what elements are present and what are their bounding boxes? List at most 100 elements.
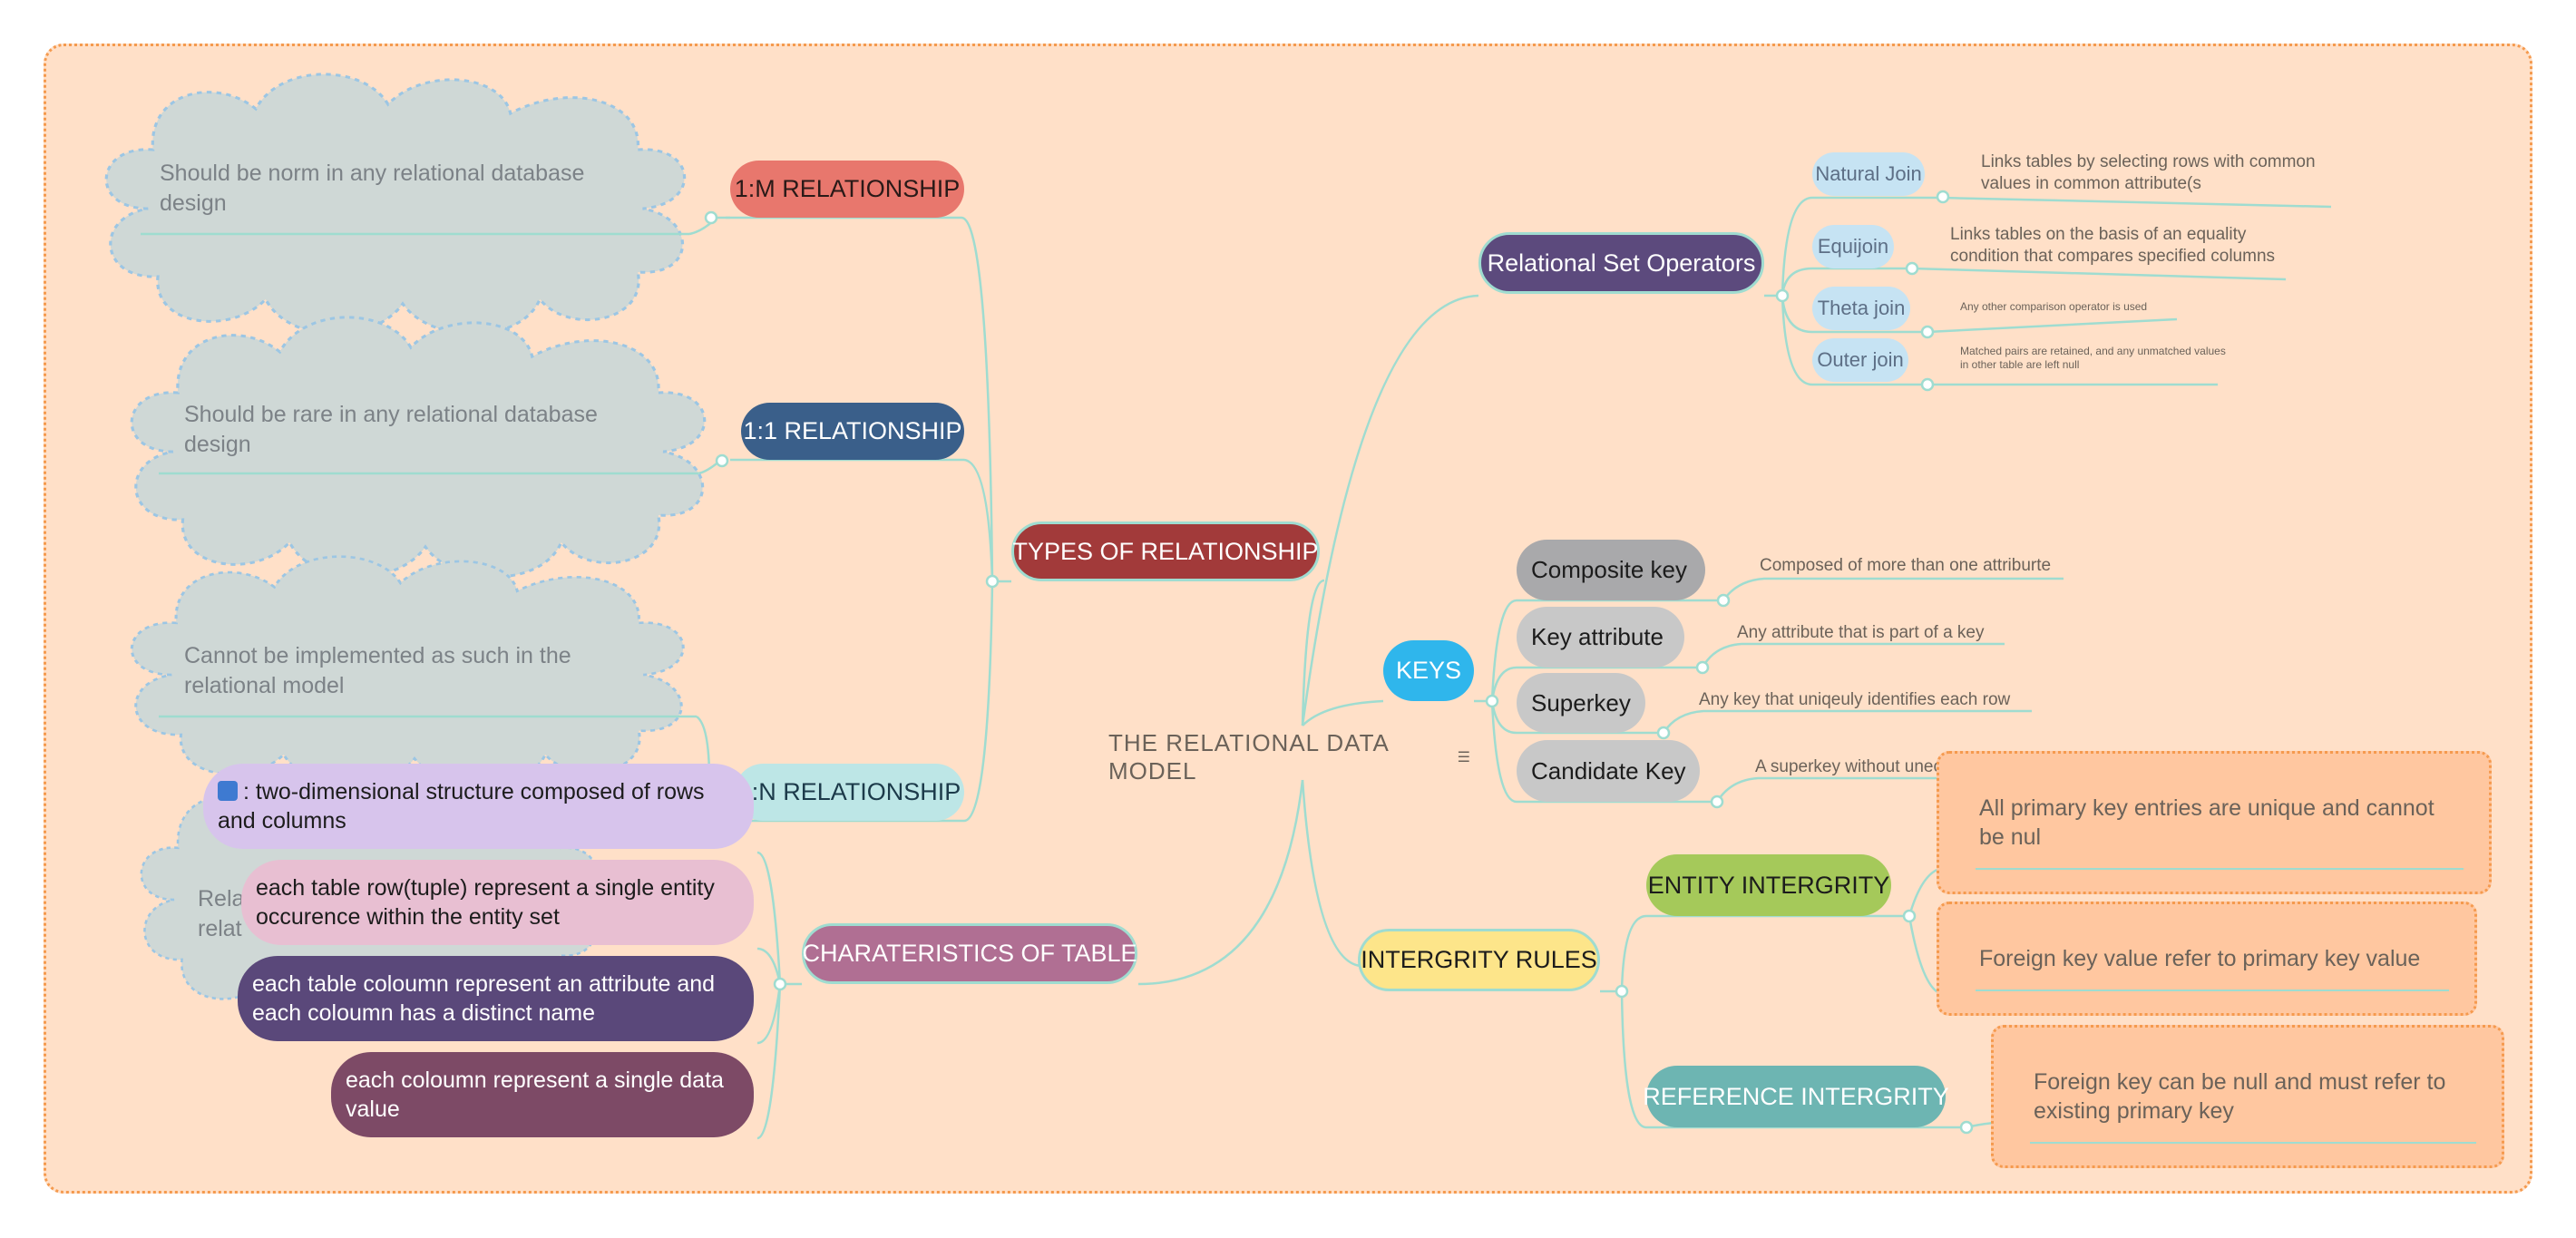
- link-op-desc-2: [1911, 267, 2287, 281]
- rule-underline: [2030, 1142, 2476, 1144]
- root-title: THE RELATIONAL DATA MODEL: [1108, 729, 1389, 785]
- junction-dot: [1920, 325, 1935, 339]
- table-item-3[interactable]: each table coloumn represent an attribut…: [238, 956, 754, 1041]
- link-key-1: [1490, 599, 1723, 702]
- operator-equijoin-desc: Links tables on the basis of an equality…: [1950, 225, 2276, 266]
- entity-rule-1[interactable]: All primary key entries are unique and c…: [1937, 751, 2492, 894]
- link-types-1m: [961, 216, 994, 582]
- table-icon: [218, 780, 238, 801]
- partial-note: Rela relat: [198, 886, 245, 941]
- reference-integrity-label: REFERENCE INTERGRITY: [1643, 1082, 1949, 1110]
- junction-dot: [1936, 190, 1950, 204]
- junction-dot: [773, 977, 787, 991]
- rule-underline: [1976, 868, 2464, 870]
- key-composite[interactable]: Composite key: [1517, 540, 1705, 600]
- table-topic[interactable]: CHARATERISTICS OF TABLE: [802, 923, 1137, 984]
- operator-natural-join[interactable]: Natural Join: [1812, 152, 1925, 196]
- operator-natural-join-desc: Links tables by selecting rows with comm…: [1981, 152, 2316, 193]
- keys-label: KEYS: [1395, 657, 1462, 684]
- link-key-2: [1490, 666, 1703, 702]
- junction-dot: [1656, 726, 1671, 740]
- junction-dot: [704, 210, 718, 225]
- key-superkey[interactable]: Superkey: [1517, 673, 1645, 733]
- link-key-desc-3: [1662, 709, 2032, 734]
- junction-dot: [1695, 660, 1710, 675]
- operators-topic[interactable]: Relational Set Operators: [1478, 232, 1764, 294]
- link-types-1n: [963, 580, 994, 823]
- link-op-4: [1781, 295, 1927, 386]
- many-to-many-note: Cannot be implemented as such in the rel…: [184, 643, 571, 698]
- many-to-many-topic[interactable]: 1:N RELATIONSHIP: [735, 764, 964, 821]
- link-entity-r2: [1908, 915, 1940, 995]
- one-to-many-topic[interactable]: 1:M RELATIONSHIP: [730, 161, 964, 218]
- one-to-many-note: Should be norm in any relational databas…: [160, 161, 585, 216]
- link-root-keys: [1302, 699, 1384, 726]
- link-table-4: [756, 983, 782, 1140]
- reference-rule-1[interactable]: Foreign key can be null and must refer t…: [1991, 1025, 2504, 1168]
- reference-integrity-topic[interactable]: REFERENCE INTERGRITY: [1643, 1066, 1949, 1127]
- key-attribute-desc: Any attribute that is part of a key: [1737, 623, 1985, 642]
- link-op-desc-1: [1940, 196, 2332, 209]
- rule-underline: [1976, 989, 2449, 991]
- operator-theta-join-desc: Any other comparison operator is used: [1960, 300, 2148, 313]
- table-item-2[interactable]: each table row(tuple) represent a single…: [241, 860, 754, 945]
- types-of-relationship-topic[interactable]: TYPES OF RELATIONSHIP: [1011, 522, 1320, 581]
- table-item-2-text: each table row(tuple) represent a single…: [256, 874, 715, 931]
- junction-dot: [1959, 1120, 1974, 1135]
- one-to-many-label: 1:M RELATIONSHIP: [734, 175, 961, 202]
- operator-equijoin[interactable]: Equijoin: [1812, 225, 1894, 268]
- one-to-one-label: 1:1 RELATIONSHIP: [743, 417, 962, 444]
- table-item-3-text: each table coloumn represent an attribut…: [252, 970, 716, 1027]
- key-composite-desc: Composed of more than one attriburte: [1760, 556, 2052, 575]
- table-item-1[interactable]: : two-dimensional structure composed of …: [203, 764, 754, 849]
- one-to-one-topic[interactable]: 1:1 RELATIONSHIP: [741, 403, 964, 460]
- operator-theta-join[interactable]: Theta join: [1812, 287, 1910, 330]
- table-item-4[interactable]: each coloumn represent a single data val…: [331, 1052, 754, 1137]
- key-superkey-desc: Any key that uniqeuly identifies each ro…: [1699, 690, 2011, 709]
- key-candidate[interactable]: Candidate Key: [1517, 740, 1700, 802]
- link-int-reference: [1620, 990, 1966, 1129]
- link-table-1: [756, 851, 782, 985]
- junction-dot: [1710, 794, 1724, 809]
- junction-dot: [1920, 377, 1935, 392]
- entity-integrity-topic[interactable]: ENTITY INTERGRITY: [1646, 854, 1891, 916]
- link-types-11: [963, 458, 994, 582]
- link-key-desc-1: [1722, 577, 2064, 601]
- operator-outer-join-desc: Matched pairs are retained, and any unma…: [1960, 345, 2226, 371]
- junction-dot: [985, 574, 1000, 589]
- keys-topic[interactable]: KEYS: [1383, 640, 1474, 701]
- junction-dot: [1775, 288, 1790, 303]
- integrity-label: INTERGRITY RULES: [1361, 946, 1597, 973]
- key-attribute[interactable]: Key attribute: [1517, 607, 1684, 668]
- link-root-table: [1137, 779, 1304, 986]
- table-item-4-text: each coloumn represent a single data val…: [346, 1067, 724, 1123]
- root-topic[interactable]: THE RELATIONAL DATA MODEL ☰: [1108, 729, 1471, 785]
- operators-label: Relational Set Operators: [1487, 249, 1756, 277]
- link-root-integrity: [1301, 779, 1361, 968]
- junction-dot: [1902, 909, 1917, 923]
- junction-dot: [1716, 593, 1731, 608]
- link-int-entity: [1620, 914, 1909, 992]
- operator-outer-join[interactable]: Outer join: [1812, 338, 1908, 382]
- junction-dot: [1485, 694, 1499, 708]
- integrity-topic[interactable]: INTERGRITY RULES: [1358, 929, 1600, 991]
- note-icon[interactable]: ☰: [1457, 750, 1471, 765]
- link-key-desc-2: [1701, 642, 2005, 668]
- junction-dot: [715, 453, 729, 468]
- junction-dot: [1905, 261, 1919, 276]
- link-op-1: [1781, 196, 1941, 297]
- types-label: TYPES OF RELATIONSHIP: [1012, 537, 1319, 565]
- junction-dot: [1615, 984, 1629, 999]
- link-key-4: [1490, 700, 1717, 804]
- entity-integrity-label: ENTITY INTERGRITY: [1647, 871, 1890, 899]
- table-label: CHARATERISTICS OF TABLE: [802, 940, 1137, 967]
- link-op-desc-3: [1927, 317, 2178, 334]
- link-entity-r1: [1908, 867, 1940, 917]
- link-root-operators: [1301, 294, 1479, 726]
- one-to-one-note: Should be rare in any relational databas…: [184, 402, 598, 457]
- entity-rule-2[interactable]: Foreign key value refer to primary key v…: [1937, 902, 2477, 1016]
- link-root-types: [1301, 579, 1325, 726]
- table-item-1-text: : two-dimensional structure composed of …: [218, 778, 705, 833]
- many-to-many-label: 1:N RELATIONSHIP: [737, 778, 961, 805]
